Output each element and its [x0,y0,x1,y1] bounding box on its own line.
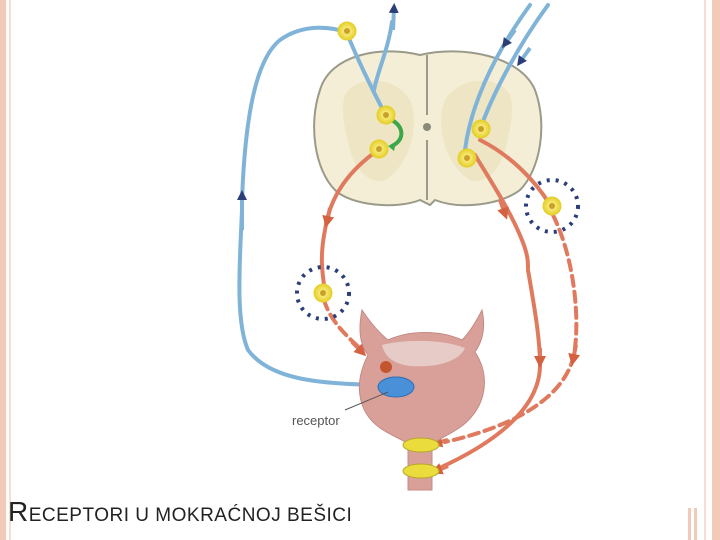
descending-arrow-1 [502,28,517,49]
internal-sphincter [402,437,440,453]
descending-arrow-2 [517,46,532,67]
efferent-arrow-bladder [350,340,367,357]
efferent-arrow-right [497,199,509,220]
ganglion-right [524,178,580,234]
central-canal [423,123,431,131]
neuron-dorsal-left [376,105,396,125]
receptor-label: receptor [292,413,340,428]
urinary-bladder [358,308,485,491]
efferent-arrow-dashed [568,344,581,366]
neuron-dorsal-right [471,119,491,139]
neuron-bodies [337,21,491,168]
neuron-ventral-left [369,139,389,159]
afferent-pathways [237,3,550,387]
slide-frame-left [0,0,6,540]
external-sphincter [402,463,440,479]
slide-frame-left-inner [9,0,11,540]
ascending-arrow [388,3,399,31]
receptor-leader-line [344,391,389,411]
slide-frame-decoration [688,508,708,540]
ganglion-left [295,265,351,321]
efferent-arrow-left [322,207,335,228]
slide-title: RECEPTORI U MOKRAĆNOJ BEŠICI [8,496,352,528]
slide-title-rest: ECEPTORI U MOKRAĆNOJ BEŠICI [28,505,353,526]
neuron-ventral-right [457,148,477,168]
slide-title-initial: R [8,496,29,527]
slide-frame-right [712,0,720,540]
motor-end-point [380,361,392,373]
spinal-cord [313,50,543,207]
slide-frame-right-inner [704,0,706,540]
interneuron-arrow [388,142,396,151]
neuron-top [337,21,357,41]
